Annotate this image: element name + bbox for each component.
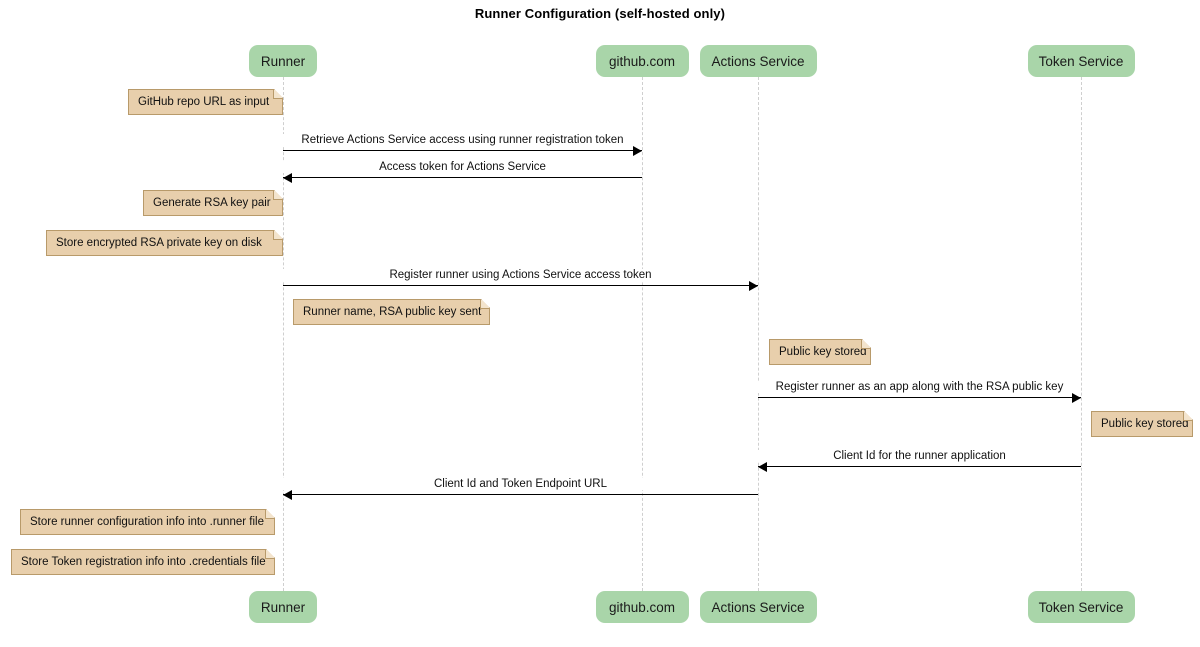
participant-label: github.com bbox=[608, 53, 676, 69]
note-text: Public key stored bbox=[779, 346, 867, 358]
message-arrowhead-msg-3 bbox=[749, 280, 758, 291]
message-arrowhead-msg-4 bbox=[1072, 392, 1081, 403]
note-text: Store encrypted RSA private key on disk bbox=[56, 237, 262, 249]
participant-label: Token Service bbox=[1038, 53, 1124, 69]
message-arrowhead-msg-5 bbox=[758, 461, 767, 472]
message-line-msg-5 bbox=[758, 466, 1081, 467]
participant-actions-top[interactable]: Actions Service bbox=[699, 45, 817, 77]
note-fold-corner-icon bbox=[861, 340, 870, 349]
note-text: Public key stored bbox=[1101, 418, 1189, 430]
participant-label: Runner bbox=[260, 599, 306, 615]
participant-actions-bottom[interactable]: Actions Service bbox=[699, 591, 817, 623]
participant-label: Actions Service bbox=[711, 53, 805, 69]
message-label-msg-5: Client Id for the runner application bbox=[758, 450, 1081, 462]
note-note-5: Public key stored bbox=[769, 339, 871, 365]
message-line-msg-2 bbox=[283, 177, 642, 178]
note-text: Generate RSA key pair bbox=[153, 197, 271, 209]
message-arrowhead-msg-6 bbox=[283, 489, 292, 500]
note-fold-corner-icon bbox=[273, 231, 282, 240]
participant-label: Actions Service bbox=[711, 599, 805, 615]
message-line-msg-3 bbox=[283, 285, 758, 286]
message-arrowhead-msg-2 bbox=[283, 172, 292, 183]
lifeline-token bbox=[1081, 77, 1082, 591]
note-fold-corner-icon bbox=[265, 550, 274, 559]
lifeline-actions bbox=[758, 77, 759, 591]
participant-label: Token Service bbox=[1038, 599, 1124, 615]
participant-github-bottom[interactable]: github.com bbox=[595, 591, 689, 623]
note-note-8: Store Token registration info into .cred… bbox=[11, 549, 275, 575]
note-note-2: Generate RSA key pair bbox=[143, 190, 283, 216]
message-arrowhead-msg-1 bbox=[633, 145, 642, 156]
message-label-msg-6: Client Id and Token Endpoint URL bbox=[283, 478, 758, 490]
participant-token-bottom[interactable]: Token Service bbox=[1027, 591, 1135, 623]
note-text: GitHub repo URL as input bbox=[138, 96, 270, 108]
message-label-msg-4: Register runner as an app along with the… bbox=[758, 381, 1081, 393]
participant-runner-top[interactable]: Runner bbox=[249, 45, 317, 77]
message-line-msg-4 bbox=[758, 397, 1081, 398]
participant-label: Runner bbox=[260, 53, 306, 69]
message-label-msg-2: Access token for Actions Service bbox=[283, 161, 642, 173]
note-fold-corner-icon bbox=[480, 300, 489, 309]
note-note-3: Store encrypted RSA private key on disk bbox=[46, 230, 283, 256]
message-label-msg-3: Register runner using Actions Service ac… bbox=[283, 269, 758, 281]
note-text: Store runner configuration info into .ru… bbox=[30, 516, 264, 528]
note-text: Runner name, RSA public key sent bbox=[303, 306, 482, 318]
note-fold-corner-icon bbox=[273, 191, 282, 200]
participant-github-top[interactable]: github.com bbox=[595, 45, 689, 77]
lifeline-runner bbox=[283, 77, 284, 591]
note-fold-corner-icon bbox=[1183, 412, 1192, 421]
note-note-4: Runner name, RSA public key sent bbox=[293, 299, 490, 325]
note-text: Store Token registration info into .cred… bbox=[21, 556, 266, 568]
note-note-7: Store runner configuration info into .ru… bbox=[20, 509, 275, 535]
page-title: Runner Configuration (self-hosted only) bbox=[474, 6, 726, 21]
participant-label: github.com bbox=[608, 599, 676, 615]
participant-runner-bottom[interactable]: Runner bbox=[249, 591, 317, 623]
note-fold-corner-icon bbox=[265, 510, 274, 519]
message-label-msg-1: Retrieve Actions Service access using ru… bbox=[283, 134, 642, 146]
note-fold-corner-icon bbox=[273, 90, 282, 99]
lifeline-github bbox=[642, 77, 643, 591]
note-note-1: GitHub repo URL as input bbox=[128, 89, 283, 115]
participant-token-top[interactable]: Token Service bbox=[1027, 45, 1135, 77]
message-line-msg-1 bbox=[283, 150, 642, 151]
message-line-msg-6 bbox=[283, 494, 758, 495]
note-note-6: Public key stored bbox=[1091, 411, 1193, 437]
